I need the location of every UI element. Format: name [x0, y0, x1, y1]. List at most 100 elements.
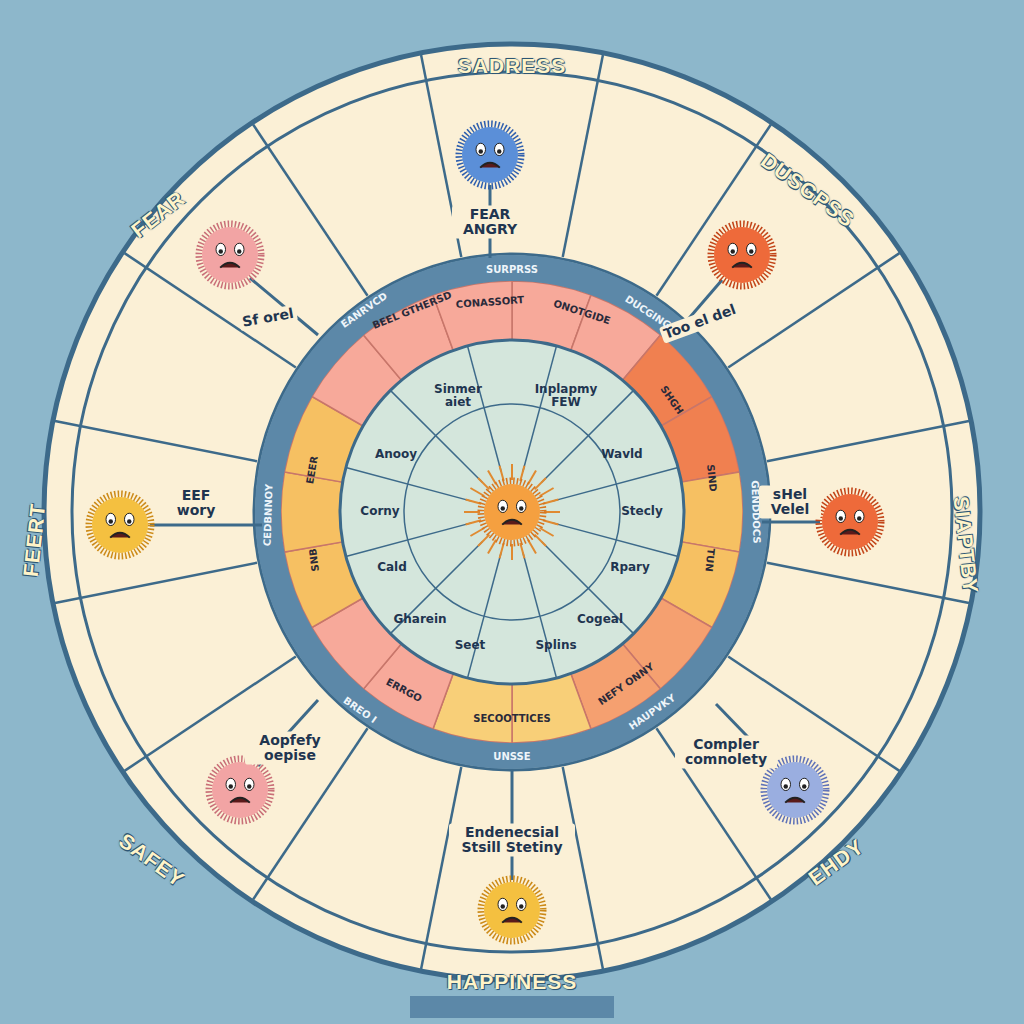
face-label: Aopfefy oepise	[245, 732, 335, 765]
outer-circle	[44, 44, 980, 980]
ring-label: Cald	[377, 561, 407, 574]
ring-label: Sinmer aiet	[428, 383, 488, 409]
ring-label: Stecly	[621, 505, 663, 518]
sun-ray	[535, 535, 546, 546]
face-eye	[244, 778, 254, 790]
face-fuzz	[199, 224, 261, 286]
face-eye	[494, 143, 504, 155]
face-mouth	[840, 530, 860, 535]
face-label: Sf orel	[238, 304, 298, 331]
sector-label: SAFEY	[115, 829, 189, 892]
inner-spoke	[390, 542, 482, 634]
face-disc	[822, 494, 878, 550]
face-mouth	[732, 263, 752, 268]
sun-ray	[520, 466, 524, 481]
face-eye	[746, 243, 756, 255]
face	[89, 494, 151, 556]
face-pupil	[501, 904, 505, 908]
face-fuzz	[89, 494, 151, 556]
face-pupil	[109, 519, 113, 523]
face-fuzz	[481, 879, 543, 941]
face	[459, 124, 521, 186]
sun-ray	[520, 543, 524, 558]
face-pupil	[219, 249, 223, 253]
ring-label: Wavld	[601, 448, 642, 461]
face-eye	[854, 510, 864, 522]
face-pupil	[839, 516, 843, 520]
face-mouth	[110, 533, 130, 538]
inner-spoke	[553, 467, 679, 501]
face-pupil	[857, 516, 861, 520]
sun-ray	[540, 488, 554, 496]
face-fuzz	[459, 124, 521, 186]
ring-label: Seet	[455, 639, 486, 652]
face	[209, 759, 271, 821]
sun-ray	[488, 540, 496, 554]
face-eye	[124, 513, 134, 525]
blue-band	[268, 268, 756, 756]
face-mouth	[785, 798, 805, 803]
sun-ray	[464, 511, 480, 513]
face-label: EEF wory	[163, 487, 229, 520]
ring-label: TUN	[703, 548, 716, 572]
spoke	[767, 563, 969, 603]
inner-disc	[340, 340, 684, 684]
ring-label: ERRGO	[384, 676, 424, 704]
spoke	[55, 563, 257, 603]
spoke	[563, 55, 603, 257]
center-sun	[464, 464, 560, 560]
face-eye	[728, 243, 738, 255]
face-eye	[234, 243, 244, 255]
face-fuzz	[711, 224, 773, 286]
face-eye	[216, 243, 226, 255]
ring-label: BREO I	[341, 695, 378, 726]
face-eye	[106, 513, 116, 525]
face-eye	[476, 143, 486, 155]
face-pupil	[519, 904, 523, 908]
ring-label: UNSSE	[493, 751, 530, 762]
ring-label: Corny	[360, 505, 399, 518]
face-eye	[799, 778, 809, 790]
spoke	[563, 767, 603, 969]
face-eye	[498, 898, 508, 910]
face	[199, 224, 261, 286]
ring-label: Anooy	[375, 448, 417, 461]
emotion-faces	[89, 124, 881, 941]
outer-rim-line	[72, 72, 952, 952]
face-eye	[516, 500, 526, 512]
face-eye	[498, 500, 508, 512]
inner-spoke	[542, 542, 634, 634]
face	[819, 491, 881, 553]
face-pupil	[802, 784, 806, 788]
inner-spoke	[523, 553, 557, 679]
face-disc	[484, 484, 540, 540]
face-pupil	[501, 506, 505, 510]
sun-ray	[478, 535, 489, 546]
sector-label: DUSGPSS	[757, 148, 859, 231]
spoke	[656, 125, 770, 296]
color-ring	[281, 281, 743, 743]
ring-label: Cogeal	[577, 613, 623, 626]
face-pupil	[784, 784, 788, 788]
sector-label: FEERT	[19, 502, 50, 578]
face-pupil	[519, 506, 523, 510]
face-label: sHel Velel	[759, 486, 821, 519]
sun-ray	[511, 464, 513, 480]
face-disc	[714, 227, 770, 283]
ring-label: EEER	[304, 455, 320, 485]
sun-ray	[478, 478, 489, 489]
face-disc	[767, 762, 823, 818]
sun-ray	[540, 528, 554, 536]
sun-ray	[535, 478, 546, 489]
ring-label: CEDBNNOY	[261, 484, 274, 547]
sector-label: HAPPINESS	[447, 970, 577, 993]
sector-label: SIAPTBY	[949, 495, 982, 595]
ring-label: SHGH	[658, 384, 685, 417]
face-mouth	[502, 918, 522, 923]
sector-label: SADRESS	[458, 54, 567, 77]
face-fuzz	[481, 481, 543, 543]
face-disc	[202, 227, 258, 283]
inner-spoke	[467, 553, 501, 679]
ring-label: CONASSORT	[455, 294, 524, 310]
